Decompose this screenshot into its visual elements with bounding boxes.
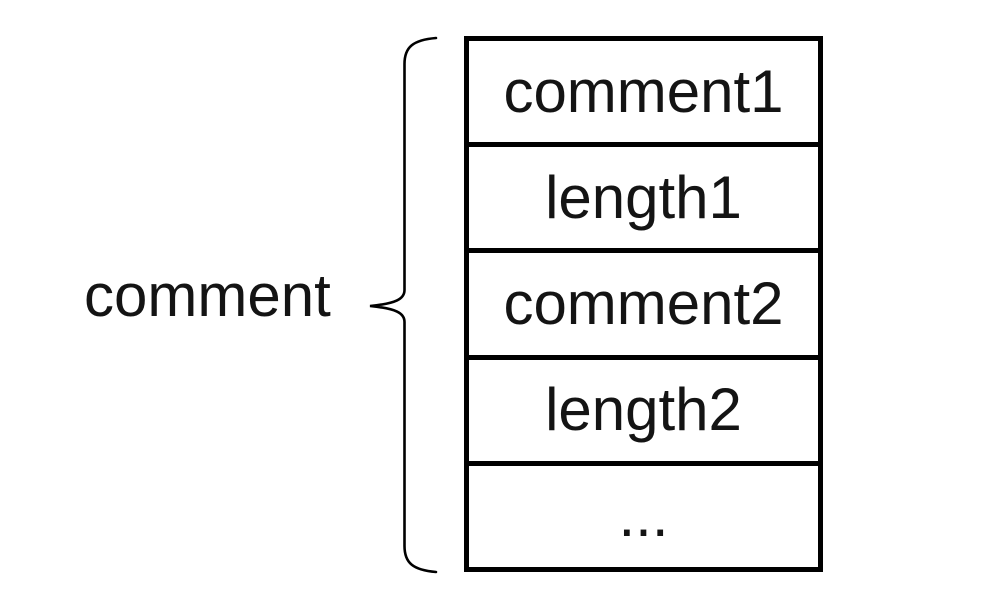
stack-row-label: length2 (545, 376, 742, 444)
brace-label: comment (84, 261, 331, 329)
stack-row-label: comment1 (503, 57, 784, 125)
stack-row: comment2 (469, 248, 818, 354)
stack-row: ... (469, 460, 818, 567)
curly-brace-path (369, 36, 438, 574)
stack-row-label: comment2 (503, 270, 784, 337)
field-stack: comment1 length1 comment2 length2 ... (464, 36, 823, 572)
stack-row: length1 (469, 142, 818, 248)
stack-row-label: length1 (545, 163, 742, 231)
stack-row: length2 (469, 354, 818, 461)
stack-row: comment1 (469, 41, 818, 142)
curly-brace (369, 36, 438, 574)
stack-row-label: ... (618, 482, 669, 550)
